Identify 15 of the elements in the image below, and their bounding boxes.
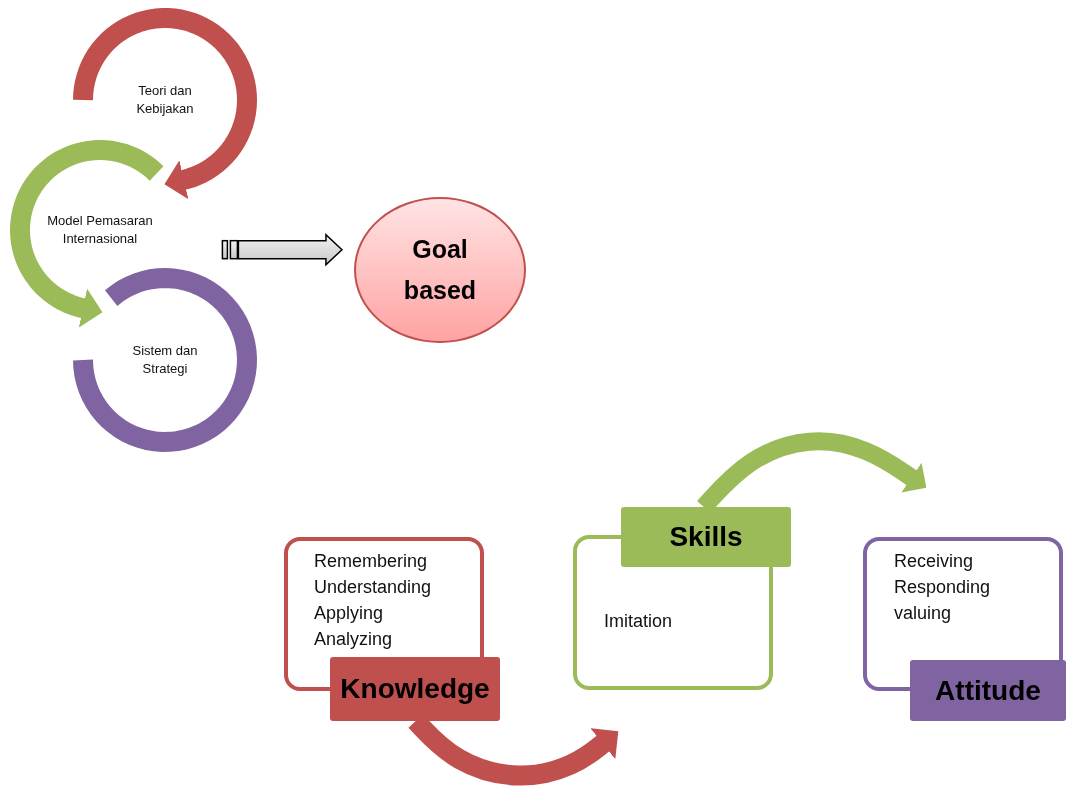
list-item-text: Applying <box>314 602 384 625</box>
node-label: Goal based <box>402 234 478 306</box>
node-label: Teori dan Kebijakan <box>135 82 195 118</box>
list-item-text: Responding <box>894 576 991 599</box>
heading-banner: Skills <box>621 507 791 567</box>
list-item-text: Receiving <box>894 550 974 573</box>
list-item-text: Understanding <box>314 576 432 599</box>
heading-banner: Knowledge <box>330 657 500 721</box>
heading-banner: Attitude <box>910 660 1066 721</box>
list-item-text: Analyzing <box>314 628 393 651</box>
node-label: Model Pemasaran Internasional <box>46 212 154 248</box>
list-item-text: Imitation <box>604 610 673 633</box>
list-item-text: Remembering <box>314 550 428 573</box>
list-item-text: valuing <box>894 602 952 625</box>
node-label: Sistem dan Strategi <box>131 342 199 378</box>
